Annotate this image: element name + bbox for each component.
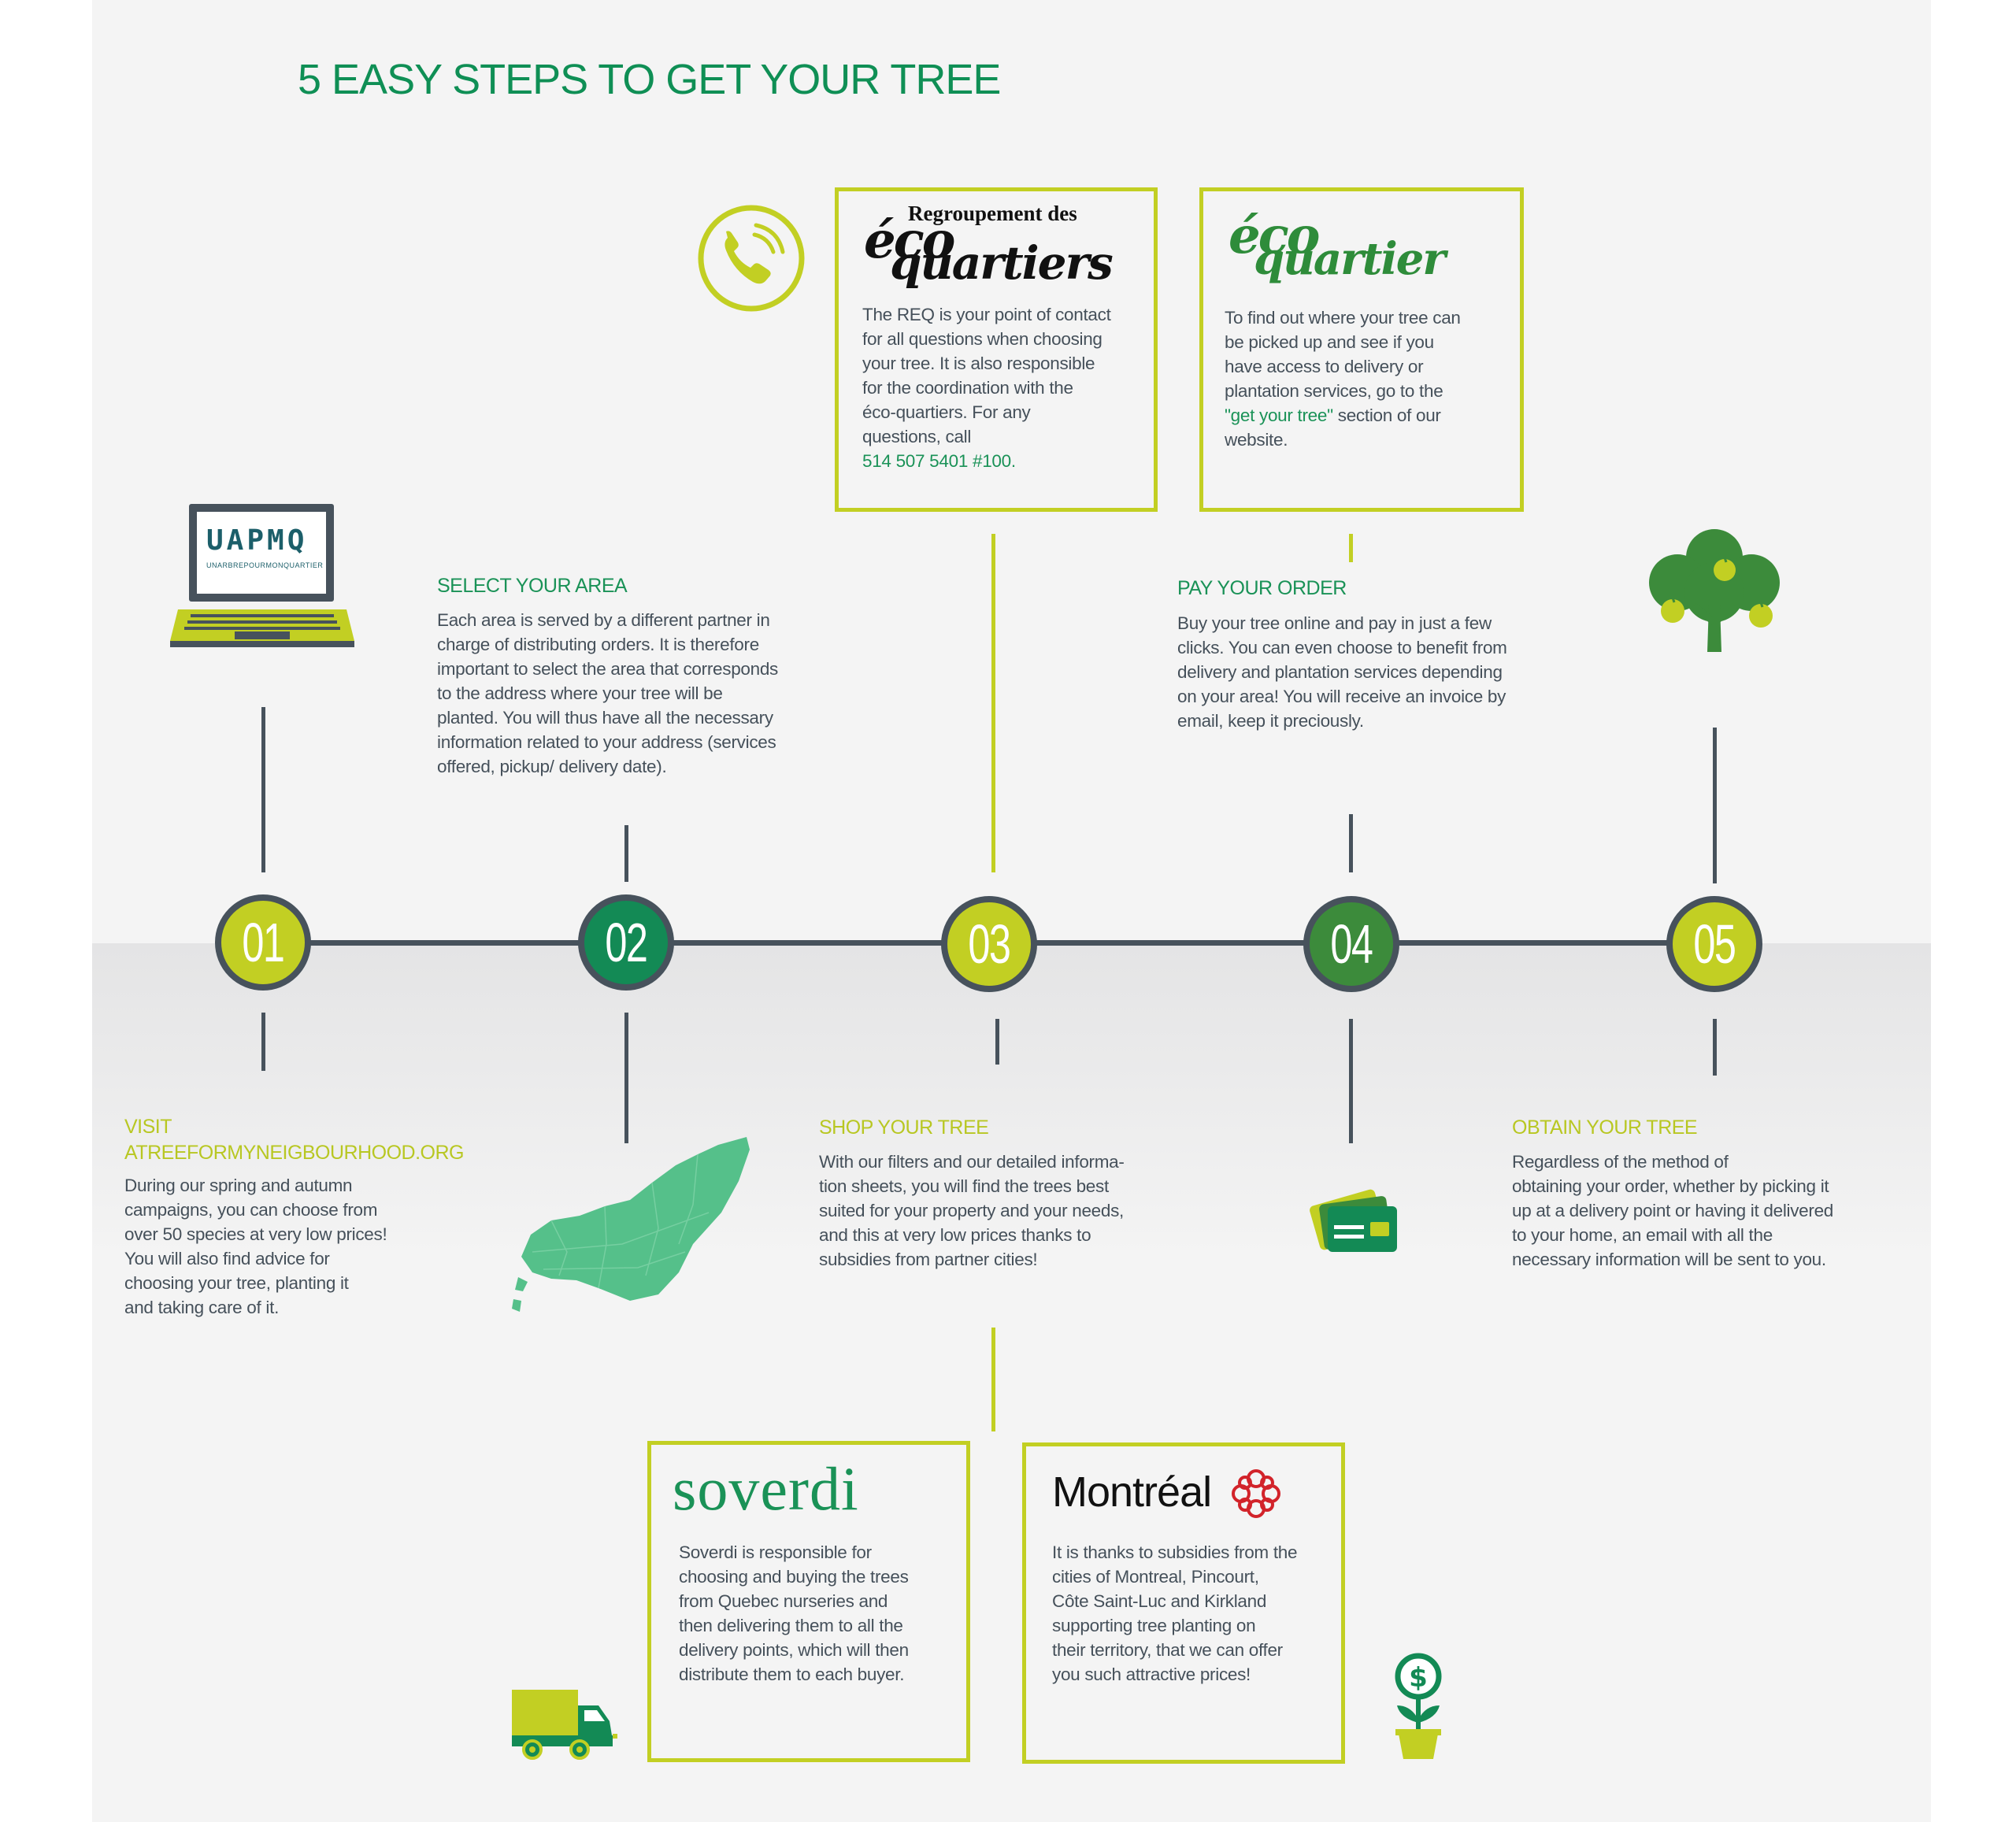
connector-04-bottom (1349, 1019, 1353, 1143)
req-phone-number[interactable]: 514 507 5401 #100. (862, 451, 1016, 471)
select-area-heading: SELECT YOUR AREA (437, 575, 628, 597)
req-description: The REQ is your point of contact for all… (862, 302, 1146, 473)
get-your-tree-link[interactable]: "get your tree" (1225, 406, 1333, 425)
select-area-description: Each area is served by a different partn… (437, 610, 778, 776)
req-logo-quartiers: quartiers (890, 236, 1114, 290)
visit-website-link[interactable]: ATREEFORMYNEIGBOURHOOD.ORG (124, 1142, 465, 1164)
connector-02-top (624, 825, 628, 882)
map-icon (504, 1134, 756, 1318)
money-plant-icon: $ (1391, 1650, 1446, 1764)
obtain-tree-description: Regardless of the method of obtaining yo… (1512, 1152, 1834, 1269)
connector-01-bottom (261, 1013, 265, 1071)
svg-text:$: $ (1409, 1662, 1428, 1694)
soverdi-partner-box (647, 1441, 970, 1762)
laptop-icon (170, 502, 354, 650)
visit-description: During our spring and autumn campaigns, … (124, 1176, 387, 1317)
shop-tree-heading: SHOP YOUR TREE (819, 1117, 989, 1139)
connector-02-bottom (624, 1013, 628, 1143)
eco-logo-quartier: quartier (1254, 233, 1446, 285)
connector-01-top (261, 707, 265, 872)
req-partner-box (835, 187, 1158, 512)
connector-03-top (991, 534, 995, 872)
eco-description: To find out where your tree can be picke… (1225, 308, 1461, 450)
step-circle-03: 03 (941, 896, 1037, 992)
connector-05-bottom (1713, 1019, 1717, 1076)
connector-04-eco (1349, 534, 1353, 562)
connector-04-top (1349, 814, 1353, 872)
shop-tree-description: With our filters and our detailed inform… (819, 1152, 1125, 1269)
pay-order-description: Buy your tree online and pay in just a f… (1177, 613, 1507, 731)
montreal-emblem-icon (1230, 1468, 1282, 1520)
montreal-partner-box (1022, 1442, 1345, 1764)
pay-order-heading: PAY YOUR ORDER (1177, 577, 1347, 599)
truck-icon (510, 1688, 621, 1761)
req-logo-top: Regroupement des (908, 202, 1077, 225)
eco-quartier-partner-box (1199, 187, 1524, 512)
connector-05-top (1713, 728, 1717, 883)
montreal-logo: Montréal (1052, 1468, 1212, 1516)
connector-03-soverdi (991, 1328, 995, 1431)
step-circle-04: 04 (1303, 896, 1399, 992)
visit-heading: VISIT ATREEFORMYNEIGBOURHOOD.ORG (124, 1114, 465, 1166)
phone-icon (696, 203, 806, 313)
eco-logo-eco: éco (1228, 206, 1320, 265)
laptop-screen-subtitle: UNARBREPOURMONQUARTIER (206, 561, 324, 569)
step-circle-01: 01 (215, 894, 311, 991)
montreal-description: It is thanks to subsidies from the citie… (1052, 1542, 1298, 1684)
page-title: 5 EASY STEPS TO GET YOUR TREE (298, 56, 1001, 103)
credit-card-icon (1309, 1186, 1399, 1254)
laptop-screen-title: UAPMQ (206, 524, 308, 557)
obtain-tree-heading: OBTAIN YOUR TREE (1512, 1117, 1698, 1139)
step-circle-05: 05 (1666, 896, 1762, 992)
step-circle-02: 02 (578, 894, 674, 991)
tree-icon (1640, 526, 1789, 657)
connector-03-bottom (995, 1019, 999, 1065)
req-logo-eco: éco (864, 211, 955, 270)
background-lower-band (92, 943, 1931, 1258)
soverdi-logo: soverdi (673, 1454, 859, 1523)
soverdi-description: Soverdi is responsible for choosing and … (679, 1542, 909, 1684)
